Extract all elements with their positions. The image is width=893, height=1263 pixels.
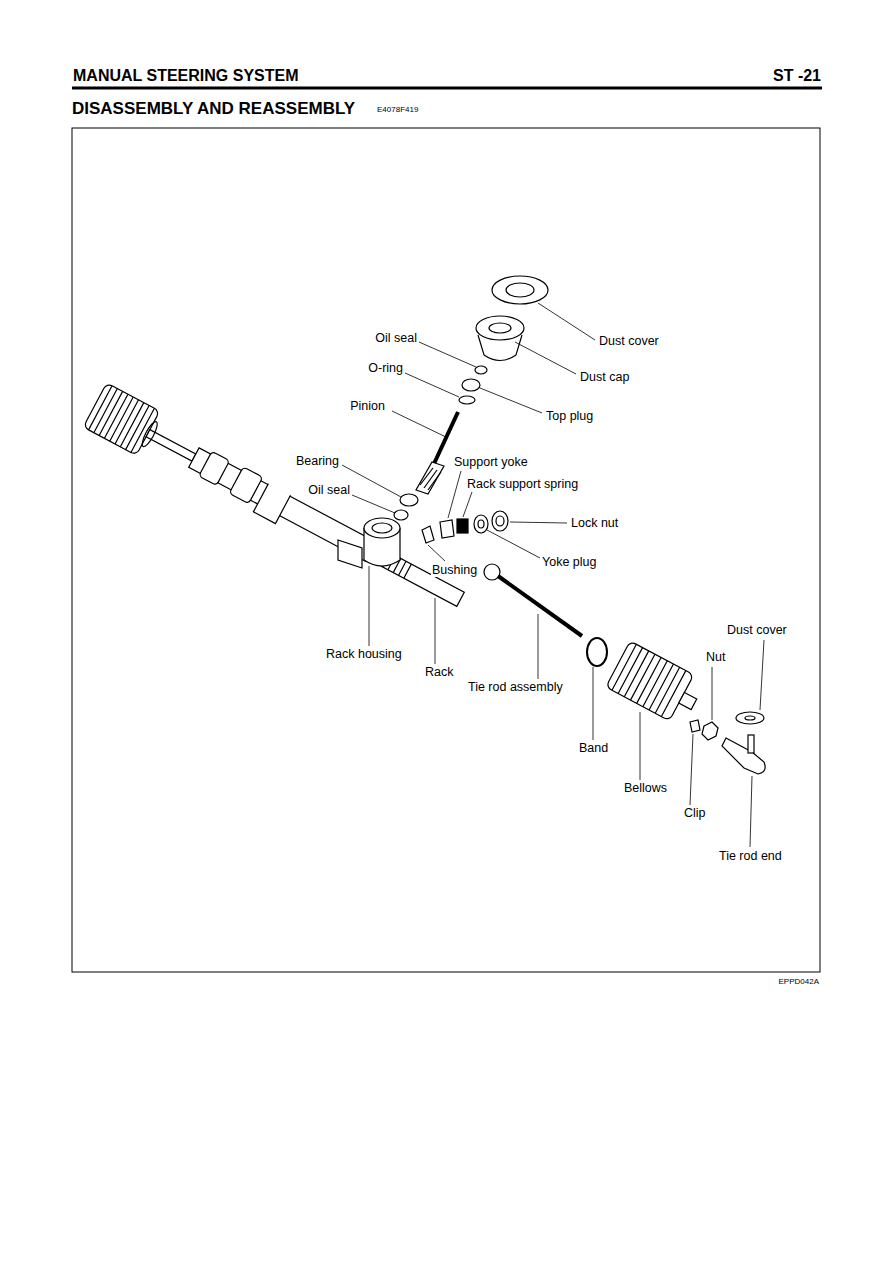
pinion-gear [416,462,444,494]
leader-line [448,471,461,518]
leader-line [640,712,641,780]
part-label: O-ring [367,361,404,375]
leader-line [352,495,395,513]
figure-frame [72,128,820,972]
steering-gear [83,276,765,774]
part-label: Oil seal [374,331,418,345]
leader-line [750,776,752,847]
lock-nut-part [492,511,508,531]
top-plug-part [462,379,480,391]
dust-cap-rim [476,316,524,340]
part-label: Tie rod end [718,849,783,863]
pinion-bore [372,523,392,533]
housing-boss [338,540,362,568]
rack-support-spring-part [457,519,468,533]
header-text: MANUAL STEERING SYSTEM [72,67,300,85]
dust-cover-part [736,712,764,724]
part-label: Rack support spring [466,477,579,491]
leader-line [510,522,567,523]
part-label: Dust cover [726,623,788,637]
part-label: Tie rod assembly [467,680,564,694]
section-title: DISASSEMBLY AND REASSEMBLY [72,99,355,119]
bellows-body [606,641,694,721]
part-label: Bellows [623,781,668,795]
part-label: Dust cap [579,370,630,384]
leader-line [428,545,445,561]
header-rule [72,87,822,90]
o-ring-part [459,396,475,404]
leader-line [538,614,539,679]
bellows-ridges [612,644,686,716]
part-label: Top plug [545,409,594,423]
part-label: Rack [424,665,454,679]
part-label: Clip [683,806,707,820]
leader-line [405,373,459,397]
part-label: Bushing [431,563,478,577]
leader-line [435,598,436,664]
figure-code: E4078F419 [376,105,419,114]
lock-nut-hole [496,516,504,526]
part-label: Lock nut [570,516,619,530]
left-bellows [83,383,159,455]
bellows-ridges [89,386,155,453]
leader-line [538,303,595,340]
oil-seal-part [475,366,487,374]
part-label: Pinion [349,399,386,413]
clip-part [690,720,700,732]
leader-line [463,492,472,517]
dust-cap-hole [489,323,511,333]
part-label: Band [578,741,609,755]
figure-code: EPPD042A [778,977,820,986]
part-label: Oil seal [307,483,351,497]
leader-line [712,667,713,720]
yoke-plug-part [474,515,488,533]
right-bellows [606,641,706,727]
part-label: Bearing [295,454,340,468]
bushing-part [422,526,434,543]
part-label: Nut [705,650,726,664]
band-part [587,638,607,666]
housing-end [199,451,230,485]
rack-assembly [83,383,472,622]
part-label: Rack housing [325,647,403,661]
yoke-plug-hole [478,520,484,528]
leader-line [480,388,542,413]
part-label: Yoke plug [541,555,597,569]
dust-cover-part [492,276,548,304]
support-yoke-part [440,520,454,538]
part-label: Dust cover [598,334,660,348]
oil-seal-part [394,510,408,520]
tie-rod-end-part [722,738,765,774]
bearing-part [400,494,418,506]
leader-lines [342,303,764,847]
leader-line [515,342,576,374]
leader-line [690,734,693,805]
leader-line [593,667,594,740]
pinion-housing-top [364,518,400,538]
leader-line [760,640,764,710]
nut-part [702,722,718,740]
part-label: Support yoke [453,455,529,469]
bellows-neck [679,693,697,710]
leader-line [392,411,448,438]
tie-rod-end-stud [748,735,754,753]
housing-collar [229,467,263,504]
pinion-gear-teeth [420,468,441,490]
leader-line [487,530,540,558]
leader-line [419,342,476,367]
tie-rod-assembly-part [498,576,582,636]
left-band [140,420,160,448]
mount-clamp [253,484,290,524]
leader-line [369,566,370,646]
page-number: ST -21 [772,67,822,85]
dust-cover-hole [745,716,755,720]
dust-cover-hole [506,283,534,297]
